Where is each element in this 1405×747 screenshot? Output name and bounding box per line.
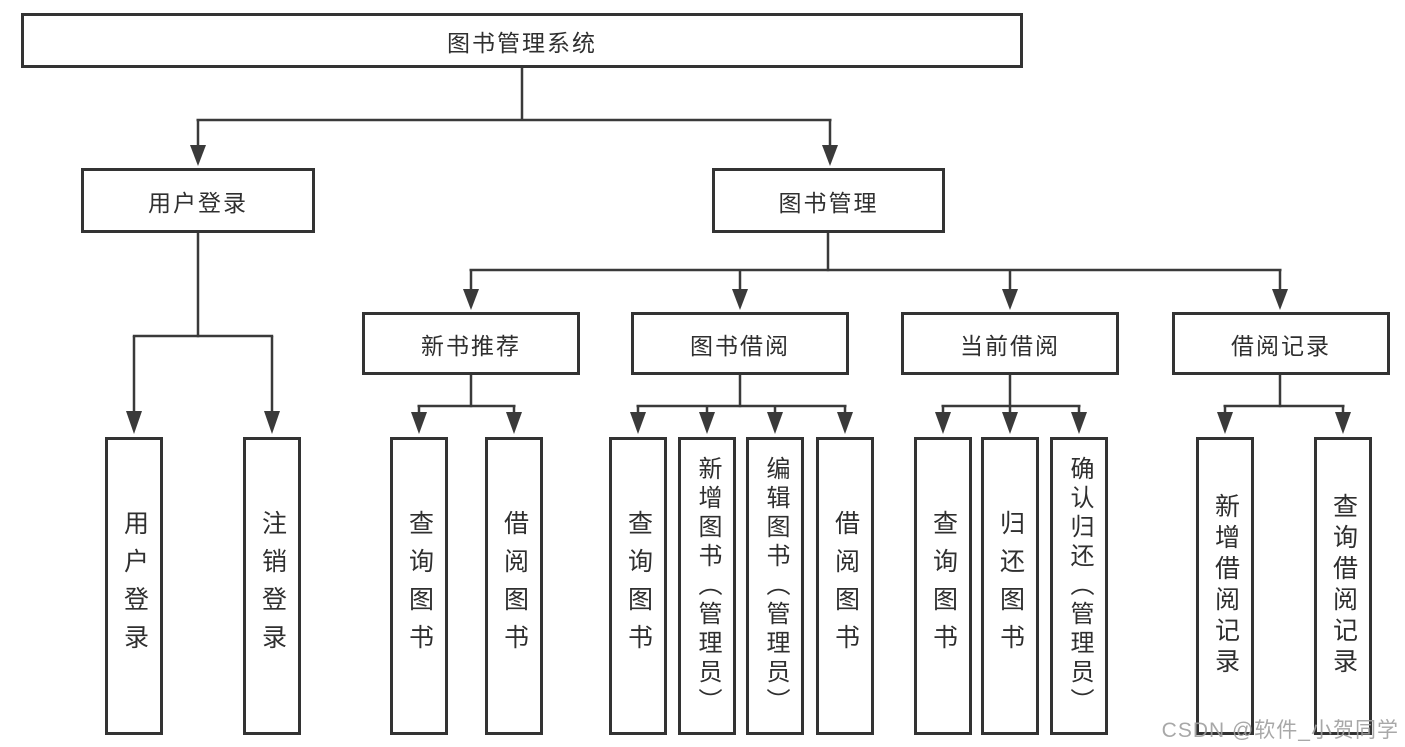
node-user-login: 用户登录 bbox=[81, 168, 315, 233]
leaf-add-book-admin-label: 新增图书（管理员） bbox=[694, 455, 721, 717]
leaf-query-books-borrow: 查询图书 bbox=[609, 437, 667, 735]
leaf-confirm-return-admin-label: 确认归还（管理员） bbox=[1066, 455, 1093, 717]
leaf-query-books-current: 查询图书 bbox=[914, 437, 972, 735]
node-root-label: 图书管理系统 bbox=[447, 29, 597, 56]
leaf-add-borrow-record: 新增借阅记录 bbox=[1196, 437, 1254, 735]
node-new-book-recommend-label: 新书推荐 bbox=[421, 332, 521, 359]
node-new-book-recommend: 新书推荐 bbox=[362, 312, 580, 375]
leaf-add-book-admin: 新增图书（管理员） bbox=[678, 437, 736, 735]
leaf-borrow-books-label: 借阅图书 bbox=[831, 510, 860, 662]
node-root: 图书管理系统 bbox=[21, 13, 1023, 68]
leaf-edit-book-admin-label: 编辑图书（管理员） bbox=[762, 455, 789, 717]
watermark: CSDN @软件_小贺同学 bbox=[1161, 719, 1399, 742]
node-book-borrow: 图书借阅 bbox=[631, 312, 849, 375]
leaf-logout-label: 注销登录 bbox=[258, 510, 287, 662]
leaf-user-login-label: 用户登录 bbox=[120, 510, 149, 662]
leaf-borrow-books-recommend: 借阅图书 bbox=[485, 437, 543, 735]
node-book-borrow-label: 图书借阅 bbox=[690, 332, 790, 359]
leaf-add-borrow-record-label: 新增借阅记录 bbox=[1211, 493, 1240, 679]
arrowheads bbox=[126, 145, 1351, 434]
node-borrow-records: 借阅记录 bbox=[1172, 312, 1390, 375]
leaf-query-borrow-record: 查询借阅记录 bbox=[1314, 437, 1372, 735]
leaf-query-books-borrow-label: 查询图书 bbox=[624, 510, 653, 662]
leaf-logout: 注销登录 bbox=[243, 437, 301, 735]
node-book-management: 图书管理 bbox=[712, 168, 945, 233]
leaf-return-book: 归还图书 bbox=[981, 437, 1039, 735]
leaf-borrow-books-recommend-label: 借阅图书 bbox=[500, 510, 529, 662]
leaf-query-books-recommend-label: 查询图书 bbox=[405, 510, 434, 662]
leaf-borrow-books: 借阅图书 bbox=[816, 437, 874, 735]
node-current-borrow-label: 当前借阅 bbox=[960, 332, 1060, 359]
node-current-borrow: 当前借阅 bbox=[901, 312, 1119, 375]
leaf-query-books-recommend: 查询图书 bbox=[390, 437, 448, 735]
node-user-login-label: 用户登录 bbox=[148, 189, 248, 216]
leaf-user-login: 用户登录 bbox=[105, 437, 163, 735]
leaf-edit-book-admin: 编辑图书（管理员） bbox=[746, 437, 804, 735]
leaf-query-books-current-label: 查询图书 bbox=[929, 510, 958, 662]
node-borrow-records-label: 借阅记录 bbox=[1231, 332, 1331, 359]
leaf-confirm-return-admin: 确认归还（管理员） bbox=[1050, 437, 1108, 735]
leaf-query-borrow-record-label: 查询借阅记录 bbox=[1329, 493, 1358, 679]
leaf-return-book-label: 归还图书 bbox=[996, 510, 1025, 662]
node-book-management-label: 图书管理 bbox=[778, 189, 879, 216]
